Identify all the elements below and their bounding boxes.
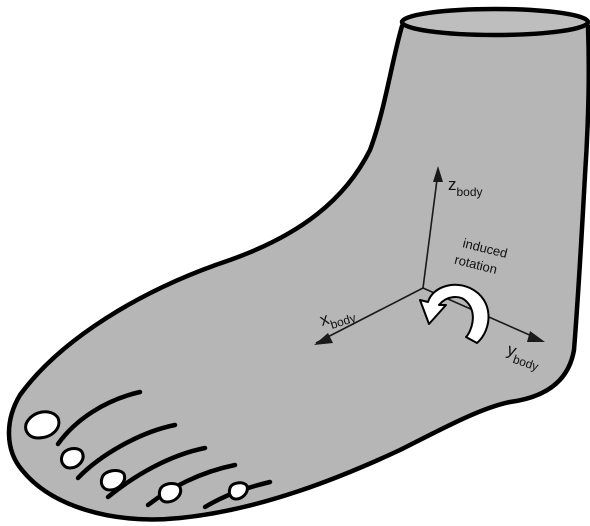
toenail xyxy=(229,483,247,499)
big-toenail xyxy=(26,412,59,438)
foot-shape xyxy=(9,15,589,520)
toenail xyxy=(101,471,124,490)
toenail xyxy=(159,483,180,502)
toenail xyxy=(61,449,83,468)
leg-top-rim xyxy=(402,9,588,35)
